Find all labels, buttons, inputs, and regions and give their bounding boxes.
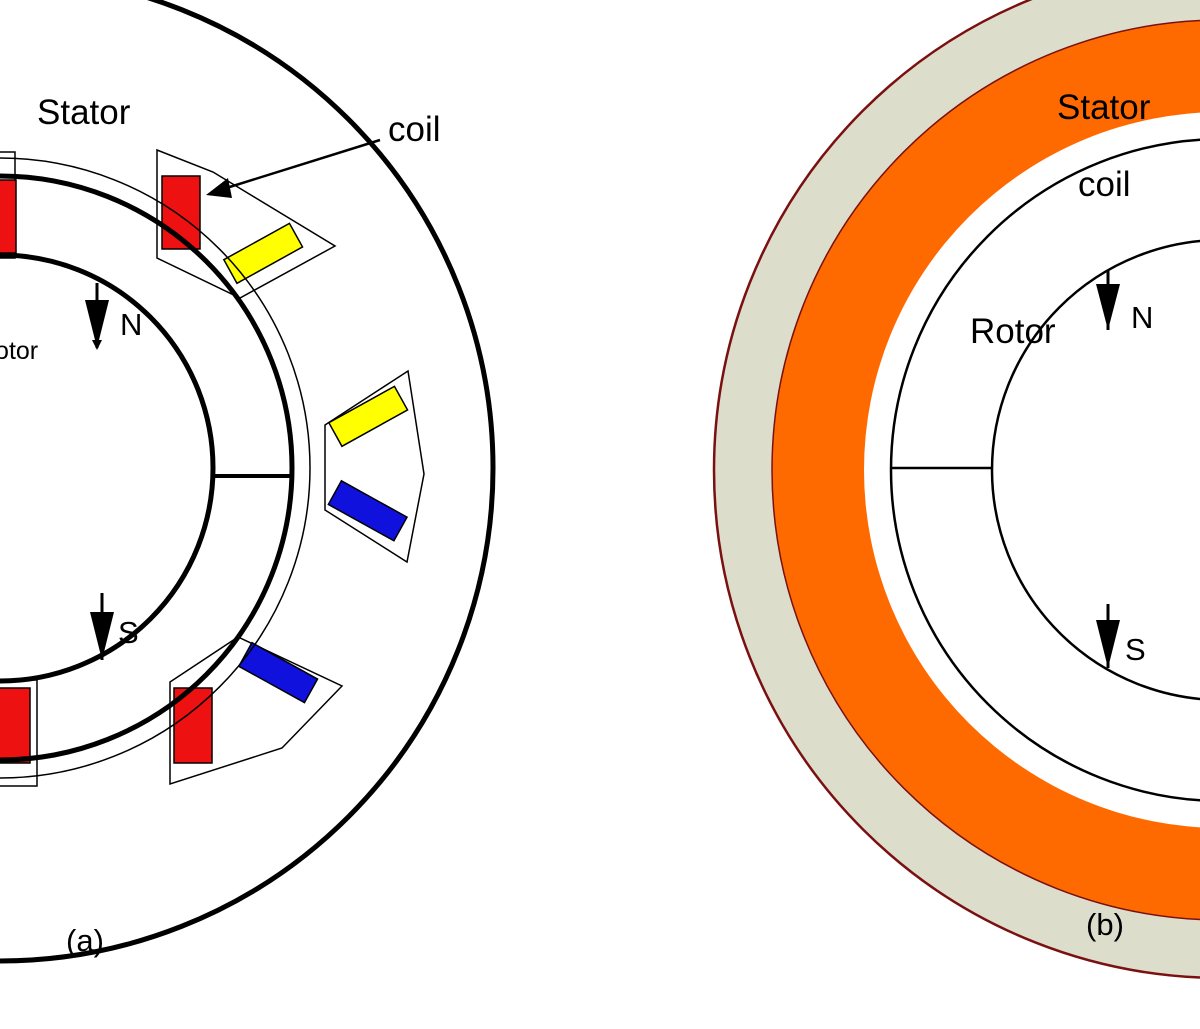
stator-a-label: Stator — [37, 93, 131, 132]
north-a-label: N — [120, 307, 142, 342]
rotor-a-label: Rotor — [0, 337, 38, 365]
coil-a-blue-2 — [237, 641, 319, 704]
coil-a-yellow-2 — [327, 385, 409, 448]
rotor-b-label: Rotor — [970, 312, 1056, 351]
coil-pointer-arrow-a-head — [206, 178, 232, 198]
coil-a-blue-1 — [327, 479, 409, 542]
coil-a-yellow-1 — [222, 222, 304, 285]
rotor-a-outer-circle — [0, 173, 295, 763]
coil-a-red-4 — [0, 687, 31, 764]
diagram-b: Stator coil Rotor N S (b) — [712, 0, 1200, 979]
south-arrow-a-head — [90, 612, 114, 660]
coil-pointer-arrow-a — [219, 138, 381, 192]
caption-a: (a) — [66, 923, 104, 958]
rotor-a-inner-circle — [0, 252, 216, 684]
coil-a-label: coil — [388, 110, 441, 149]
south-a-label: S — [118, 615, 139, 650]
south-arrow-b-head — [1096, 620, 1120, 668]
south-b-label: S — [1125, 632, 1146, 667]
airgap-a-circle — [0, 157, 311, 779]
coil-a-red-1 — [0, 179, 17, 254]
rotor-b-inner-circle — [990, 239, 1200, 701]
north-b-label: N — [1131, 300, 1153, 335]
stator-a-slot-top — [156, 148, 337, 299]
stator-b-label: Stator — [1057, 88, 1151, 127]
north-arrow-b-head — [1096, 284, 1120, 330]
stator-a-outer-circle — [0, 0, 496, 964]
caption-b: (b) — [1086, 907, 1124, 942]
coil-b-label: coil — [1078, 165, 1131, 204]
diagram-a: Stator coil Rotor N S (a) — [0, 0, 496, 964]
north-arrow-a-head — [85, 300, 109, 348]
